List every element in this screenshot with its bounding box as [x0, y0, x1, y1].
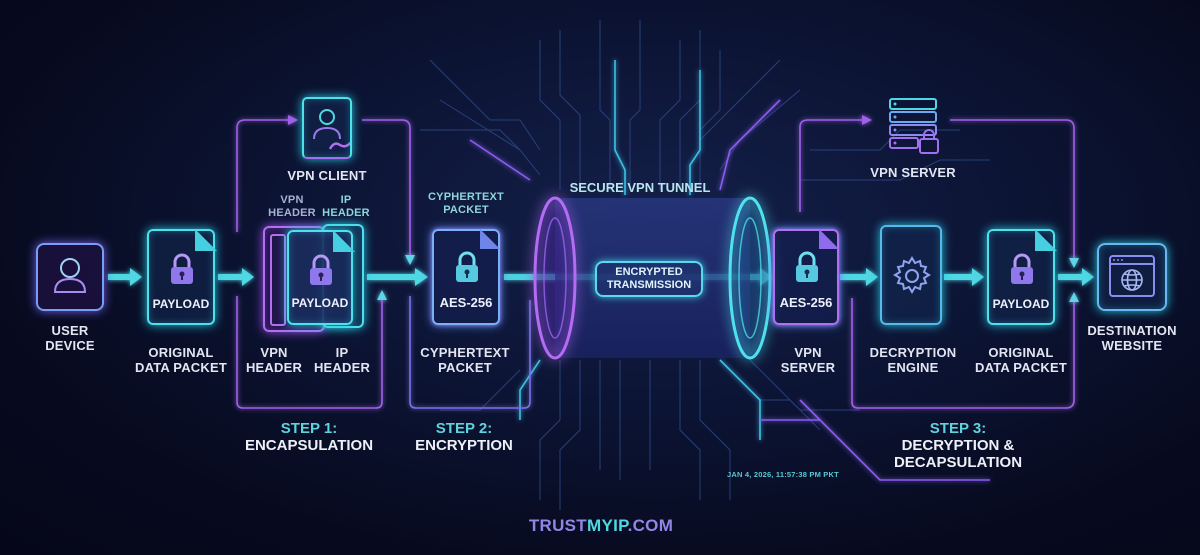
vpn-tunnel-cylinder	[533, 196, 772, 360]
user-link-icon	[313, 109, 353, 150]
original-packet-right: PAYLOAD	[987, 229, 1057, 325]
doc-corner-icon	[333, 230, 355, 252]
vpn-header-top-label: VPN HEADER	[268, 194, 316, 219]
original-packet-left: PAYLOAD	[147, 229, 217, 325]
original-packet-right-label: ORIGINAL DATA PACKET	[975, 345, 1067, 375]
aes-256-text: AES-256	[439, 295, 493, 310]
aes-256-text: AES-256	[779, 295, 833, 310]
lock-icon	[1011, 253, 1033, 284]
doc-corner-icon	[195, 229, 217, 251]
user-icon	[53, 258, 87, 293]
step-1-encapsulation: STEP 1: ENCAPSULATION	[244, 420, 374, 454]
vpn-server-packet: AES-256	[773, 229, 839, 325]
brand-logo: TRUSTMYIP.COM	[528, 516, 674, 535]
decryption-engine-card	[880, 225, 942, 325]
vpn-header-bottom-label: VPN HEADER	[245, 345, 303, 375]
step-2-encryption: STEP 2: ENCRYPTION	[415, 420, 513, 454]
doc-corner-icon	[819, 229, 839, 249]
timestamp: JAN 4, 2026, 11:57:38 PM PKT	[727, 470, 839, 479]
payload-text: PAYLOAD	[291, 296, 349, 310]
original-packet-left-label: ORIGINAL DATA PACKET	[135, 345, 227, 375]
lock-icon	[456, 251, 478, 282]
ip-header-top-label: IP HEADER	[322, 194, 370, 219]
gear-icon	[893, 256, 931, 294]
tunnel-title: SECURE VPN TUNNEL	[569, 180, 711, 195]
user-device-label: USER DEVICE	[45, 323, 95, 353]
user-device-card	[36, 243, 104, 311]
vpn-client-label: VPN CLIENT	[287, 168, 367, 183]
cyphertext-packet: AES-256	[432, 229, 500, 325]
destination-website-card	[1097, 243, 1167, 311]
doc-corner-icon	[1035, 229, 1057, 251]
vpn-server-top-label: VPN SERVER	[870, 165, 956, 180]
vpn-server-packet-label: VPN SERVER	[780, 345, 836, 375]
decryption-engine-label: DECRYPTION ENGINE	[869, 345, 957, 375]
globe-browser-icon	[1109, 255, 1155, 297]
lock-icon	[171, 253, 193, 284]
ip-header-bottom-label: IP HEADER	[313, 345, 371, 375]
destination-website-label: DESTINATION WEBSITE	[1087, 323, 1177, 353]
doc-corner-icon	[480, 229, 500, 249]
encrypted-transmission-badge: ENCRYPTED TRANSMISSION	[595, 261, 703, 297]
server-lock-icon	[889, 98, 939, 154]
cyphertext-bottom-label: CYPHERTEXT PACKET	[420, 345, 510, 375]
step-3-decryption: STEP 3: DECRYPTION & DECAPSULATION	[893, 420, 1023, 471]
encapsulated-payload: PAYLOAD	[287, 230, 355, 325]
payload-text: PAYLOAD	[992, 297, 1050, 311]
vpn-client-card	[302, 97, 353, 159]
lock-icon	[796, 251, 818, 282]
payload-text: PAYLOAD	[152, 297, 210, 311]
lock-icon	[310, 254, 332, 285]
cyphertext-top-label: CYPHERTEXT PACKET	[428, 191, 504, 216]
